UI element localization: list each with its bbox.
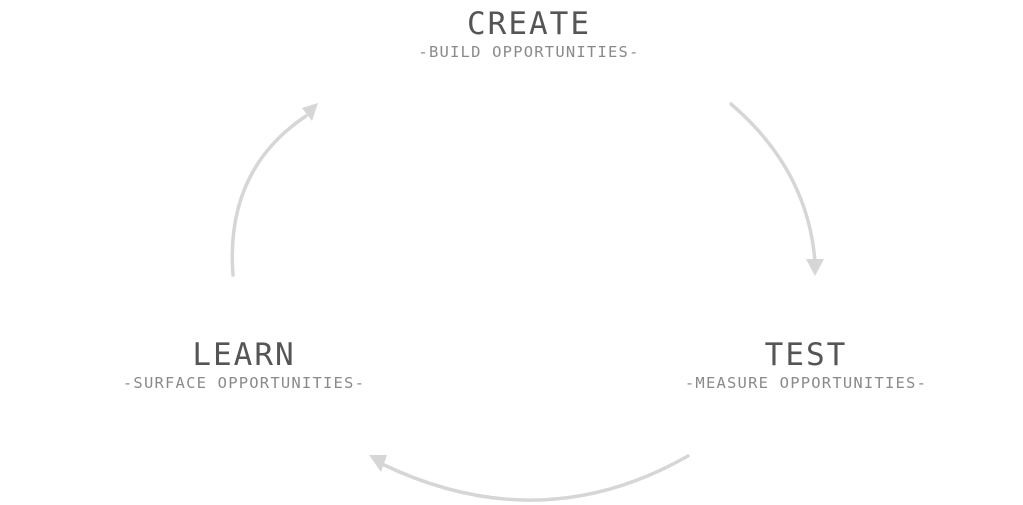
stage-learn: LEARN -SURFACE OPPORTUNITIES- [94,338,394,393]
stage-learn-title: LEARN [192,337,296,373]
stage-create-subtitle: -BUILD OPPORTUNITIES- [418,43,640,61]
arrowhead-learn-to-create [302,103,318,121]
arrowhead-test-to-learn [369,455,387,472]
stage-create-title: CREATE [467,6,591,42]
stage-test: TEST -MEASURE OPPORTUNITIES- [656,338,956,393]
arrow-create-to-test [729,102,817,264]
arrow-layer [230,102,824,502]
arrowhead-create-to-test [806,259,824,276]
stage-create: CREATE -BUILD OPPORTUNITIES- [379,7,679,62]
arrow-learn-to-create [230,114,308,277]
arrow-test-to-learn [380,454,690,502]
stage-test-subtitle: -MEASURE OPPORTUNITIES- [684,374,928,392]
stage-learn-subtitle: -SURFACE OPPORTUNITIES- [122,374,366,392]
stage-test-title: TEST [764,337,848,373]
